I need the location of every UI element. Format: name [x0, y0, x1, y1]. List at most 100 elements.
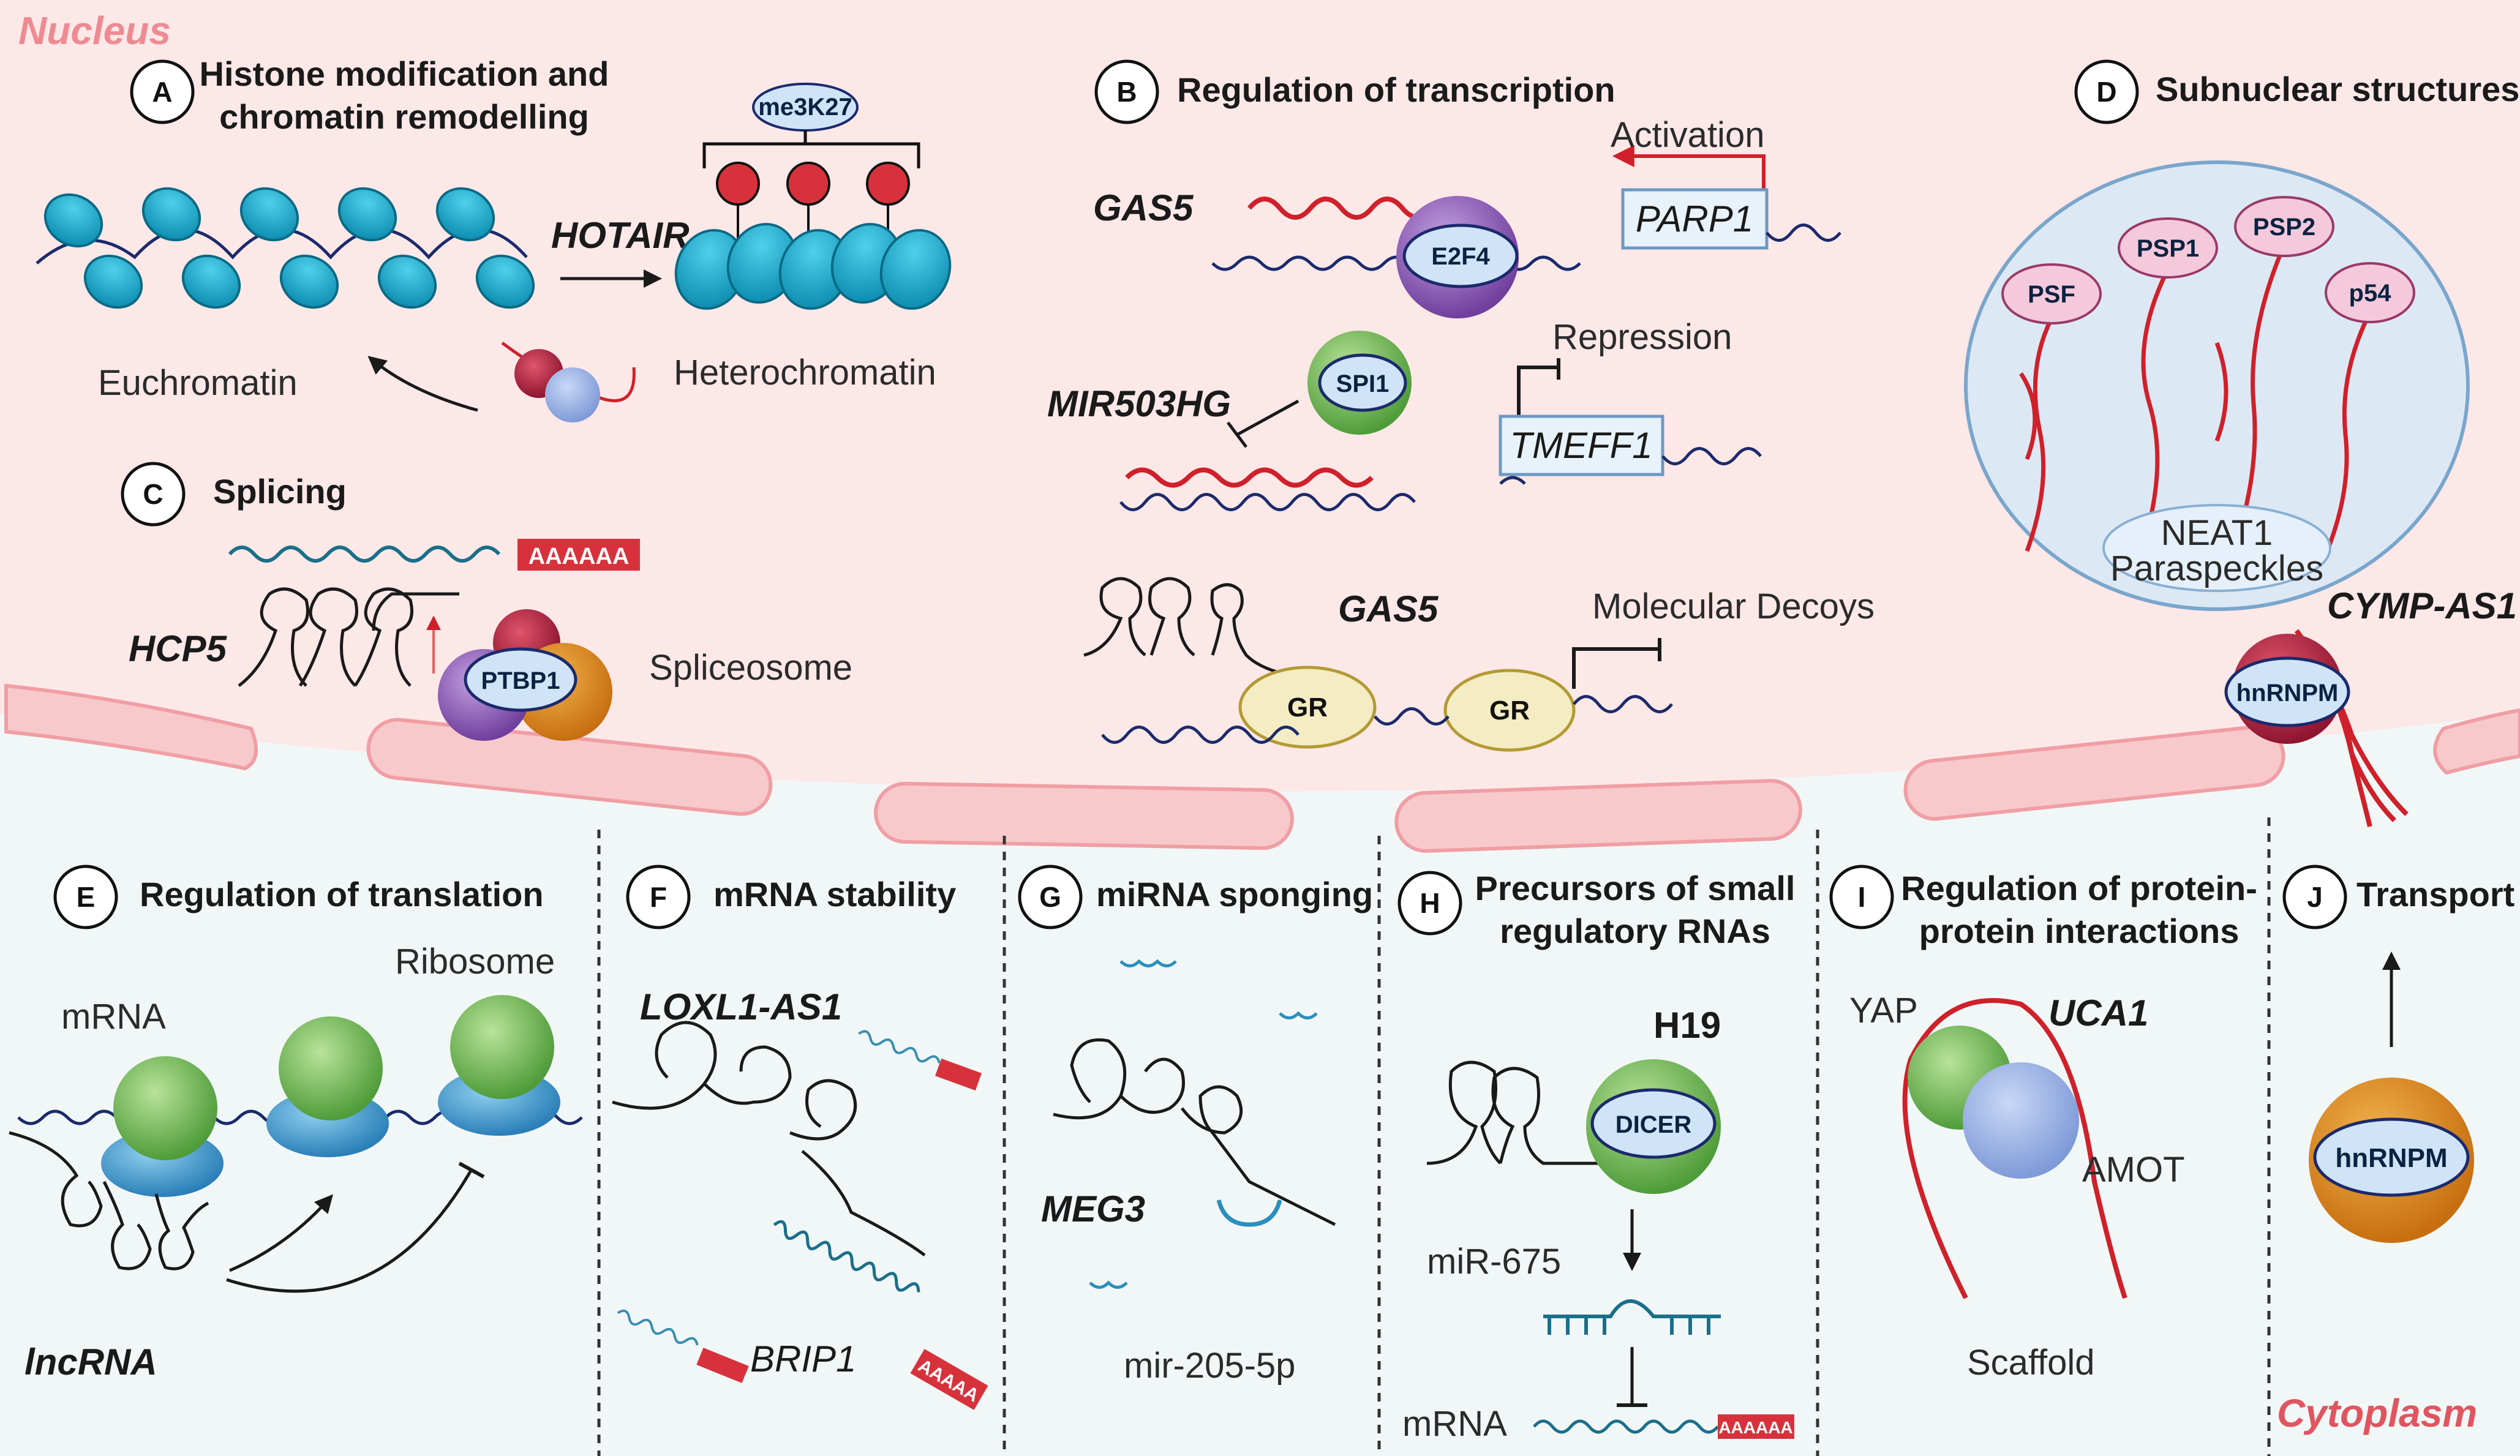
panel-a-title-1: Histone modification and [200, 54, 609, 93]
polya-label-h: AAAAAA [1718, 1418, 1792, 1437]
hcp5-hairpins [238, 587, 459, 687]
panel-i-title-2: protein interactions [1919, 912, 2240, 950]
gas5-decoy-label: GAS5 [1338, 588, 1439, 629]
yap-label: YAP [1849, 991, 1918, 1030]
meg3-label: MEG3 [1041, 1188, 1145, 1229]
brip1-label: BRIP1 [750, 1338, 856, 1379]
panel-d-letter: D [2096, 76, 2116, 108]
gr-label-1: GR [1287, 692, 1328, 722]
nucleus-label: Nucleus [18, 9, 171, 53]
gas5-hairpins [1083, 577, 1284, 675]
h19-label: H19 [1653, 1005, 1721, 1046]
panel-c: C Splicing AAAAAA HCP5 PTBP1 Spliceosome [121, 462, 852, 741]
me3k27-label: me3K27 [758, 94, 852, 121]
lncrna-hairpins-e [9, 1131, 209, 1270]
panel-e-title: Regulation of translation [140, 875, 544, 914]
panel-b: B Regulation of transcription GAS5 E2F4 … [1047, 59, 1875, 752]
nuclear-envelope [4, 683, 2520, 853]
mirnas-g [1089, 959, 1318, 1289]
polya-tail-h [1718, 1414, 1794, 1439]
neat1-label: NEAT1 [2161, 513, 2273, 553]
hotair-label: HOTAIR [551, 215, 690, 256]
polya-label-c: AAAAAA [528, 544, 630, 569]
panel-j-letter: J [2307, 881, 2323, 913]
paraspeckle-proteins [2001, 196, 2415, 325]
ribosomes [101, 995, 560, 1197]
methyl-marks [716, 162, 910, 239]
heterochromatin-nucleosomes [674, 223, 952, 310]
ptbp1-label: PTBP1 [481, 667, 560, 694]
euchromatin-label: Euchromatin [98, 363, 298, 403]
panel-i-title-1: Regulation of protein- [1901, 869, 2257, 907]
panel-dividers [597, 817, 2271, 1456]
panel-e-letter: E [77, 881, 96, 913]
panel-i-letter: I [1858, 881, 1866, 913]
neat1-rnas [2019, 244, 2372, 552]
gr-protein-1 [1238, 666, 1377, 749]
gr-protein-2 [1443, 669, 1576, 752]
loxl1-as1-hairpins [612, 1021, 926, 1257]
polya-tail-c [517, 539, 640, 571]
panel-a-title-2: chromatin remodelling [219, 97, 589, 136]
panel-h-title-1: Precursors of small [1475, 869, 1796, 907]
loxl1-as1-label: LOXL1-AS1 [640, 986, 842, 1027]
panel-h-letter: H [1420, 887, 1440, 919]
ribosome-label: Ribosome [395, 942, 555, 981]
mir-205-5p-label: mir-205-5p [1124, 1346, 1295, 1386]
scaffold-label: Scaffold [1967, 1343, 2095, 1383]
mir503hg-label: MIR503HG [1047, 383, 1231, 424]
uca1-label: UCA1 [2048, 993, 2148, 1034]
parp1-label: PARP1 [1636, 198, 1753, 239]
psf-label: PSF [2028, 281, 2075, 308]
hcp5-label: HCP5 [129, 628, 228, 669]
panel-f-letter: F [650, 881, 667, 913]
heterochromatin-label: Heterochromatin [674, 353, 936, 392]
uca1-rna [1902, 998, 2127, 1299]
polya-tail-f [910, 1349, 988, 1410]
tmeff1-label: TMEFF1 [1510, 425, 1652, 466]
dicer-label: DICER [1615, 1111, 1692, 1138]
cytoplasm-label: Cytoplasm [2277, 1391, 2477, 1435]
panel-g-letter: G [1039, 881, 1061, 913]
panel-a-letter: A [152, 76, 172, 108]
cymp-as1-label: CYMP-AS1 [2327, 585, 2517, 626]
panel-d-title: Subnuclear structures [2156, 70, 2519, 108]
hnrnpm-nuclear-label: hnRNPM [2236, 680, 2339, 707]
panel-h-title-2: regulatory RNAs [1500, 912, 1770, 950]
panel-b-title: Regulation of transcription [1177, 70, 1615, 109]
panel-h: H Precursors of small regulatory RNAs H1… [1397, 869, 1796, 1444]
spi1-label: SPI1 [1336, 370, 1390, 397]
repression-label: Repression [1552, 317, 1732, 357]
panel-e: E Regulation of translation mRNA Ribosom… [9, 865, 583, 1383]
panel-j: J Transport hnRNPM [2282, 865, 2514, 1243]
panel-c-title: Splicing [213, 472, 347, 511]
molecular-decoys-label: Molecular Decoys [1592, 587, 1875, 626]
activation-label: Activation [1611, 115, 1764, 155]
mirna-duplex-h [1543, 1299, 1721, 1335]
gas5-label: GAS5 [1093, 187, 1194, 228]
spliceosome-label: Spliceosome [649, 648, 852, 688]
h19-hairpins [1426, 1060, 1653, 1165]
panel-c-letter: C [143, 478, 163, 510]
gr-label-2: GR [1489, 696, 1530, 726]
mir-675-label: miR-675 [1427, 1242, 1561, 1282]
panel-f-title: mRNA stability [713, 875, 956, 914]
panel-a: A Histone modification and chromatin rem… [36, 54, 952, 422]
mrna-label-e: mRNA [61, 997, 166, 1037]
psp1-label: PSP1 [2137, 235, 2199, 262]
e2f4-label: E2F4 [1431, 243, 1490, 270]
panel-g-title: miRNA sponging [1096, 875, 1373, 914]
p54-label: p54 [2349, 280, 2392, 307]
amot-protein [1963, 1062, 2079, 1179]
hotair-complex [501, 341, 636, 422]
nucleus-background [0, 0, 2520, 792]
panel-d: D Subnuclear structures PSF PSP1 PSP2 p5… [1964, 59, 2519, 827]
mrna-label-h: mRNA [1402, 1404, 1507, 1444]
psp2-label: PSP2 [2253, 214, 2315, 241]
euchromatin-nucleosomes [36, 187, 535, 309]
meg3-hairpins [1053, 1038, 1336, 1226]
paraspeckles-label: Paraspeckles [2110, 549, 2323, 588]
amot-label: AMOT [2082, 1150, 2185, 1190]
panel-g: G miRNA sponging MEG3 mir-205-5p [1018, 865, 1373, 1386]
